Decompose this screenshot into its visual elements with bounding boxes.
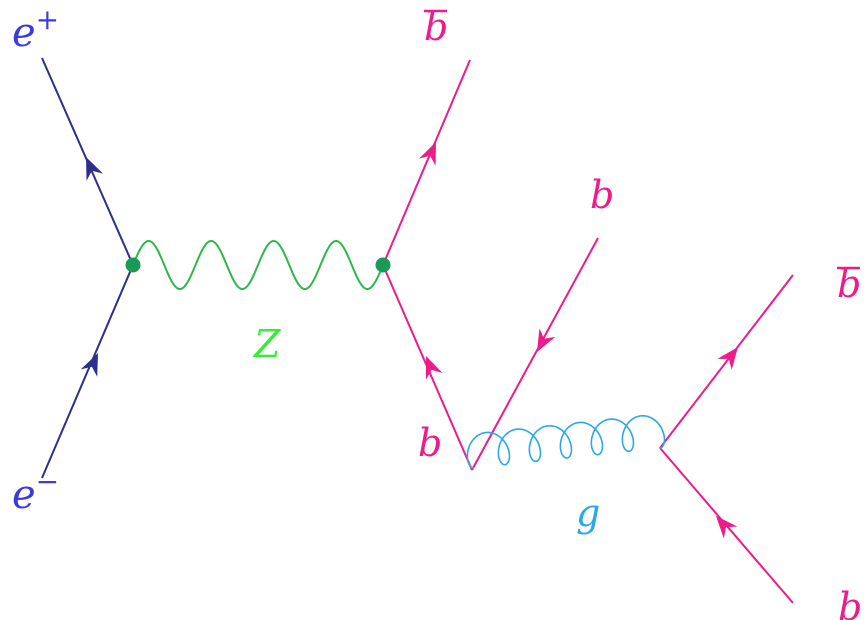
label-e-plus: e+ xyxy=(12,3,59,56)
label-bbar-top: b xyxy=(424,5,448,49)
quark-bottom-arrow xyxy=(716,516,738,539)
vertex-quark xyxy=(375,257,391,273)
label-b-mid: b xyxy=(590,173,614,217)
label-g: g xyxy=(576,491,600,535)
label-z: Z xyxy=(253,322,281,366)
z-boson-propagator xyxy=(132,240,384,290)
electron-arrow xyxy=(80,353,98,377)
quark-line-mid xyxy=(471,237,599,471)
gluon-propagator xyxy=(466,414,666,469)
electron-line xyxy=(41,264,134,479)
label-b-left: b xyxy=(418,421,442,465)
quark-left-arrow xyxy=(425,356,443,380)
quark-mid-arrow xyxy=(537,328,556,352)
positron-arrow xyxy=(86,157,104,181)
label-b-bottom: b xyxy=(838,585,862,620)
antiquark-right-arrow xyxy=(717,347,738,370)
antiquark-line-right xyxy=(659,274,794,449)
label-bbar-right: b xyxy=(837,262,861,306)
antiquark-line-top xyxy=(382,59,471,266)
vertex-electron xyxy=(125,257,141,273)
antiquark-top-arrow xyxy=(419,142,436,166)
label-e-minus: e− xyxy=(12,465,59,518)
